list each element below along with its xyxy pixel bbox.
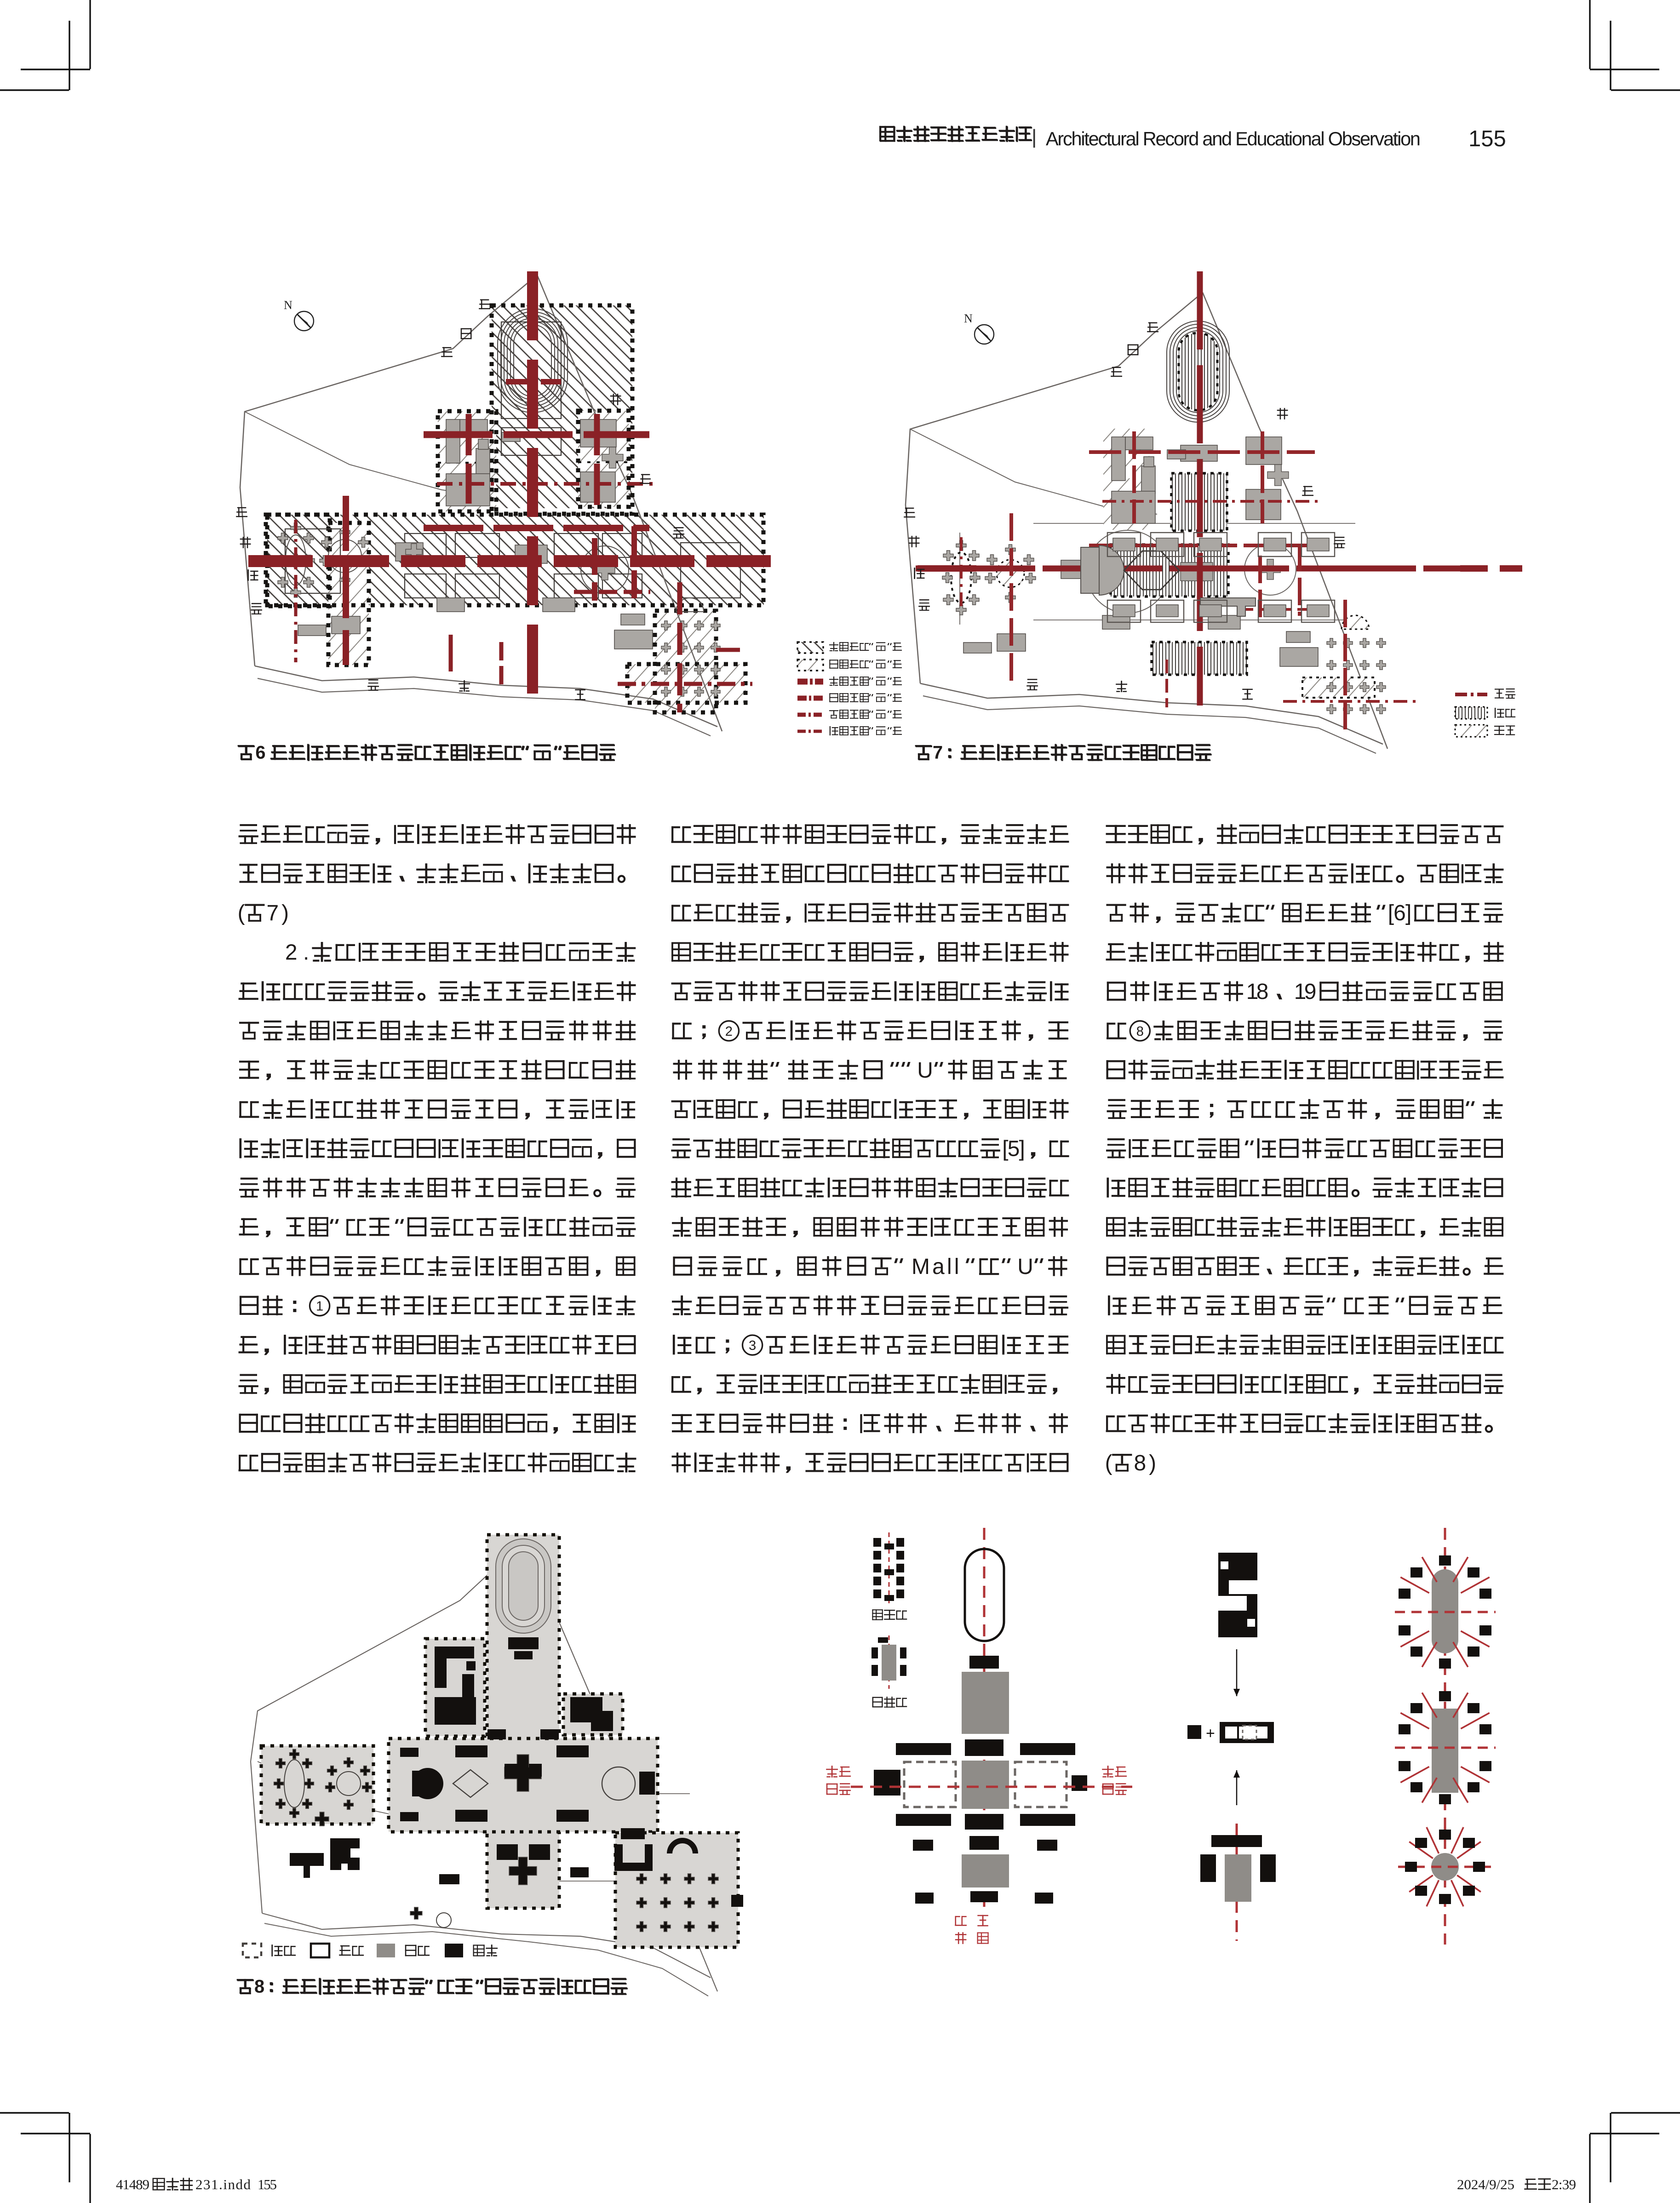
svg-text:7): 7) <box>267 901 289 925</box>
svg-text:155: 155 <box>1468 126 1506 151</box>
svg-text:Architectural Record and Educa: Architectural Record and Educational Obs… <box>1046 128 1421 149</box>
svg-text:41489: 41489 <box>116 2176 149 2192</box>
svg-text:[6]: [6] <box>1388 901 1412 925</box>
svg-text:[5]: [5] <box>1002 1137 1025 1161</box>
svg-text:2: 2 <box>725 1024 733 1039</box>
svg-text:Mall: Mall <box>912 1255 959 1279</box>
svg-text:2.: 2. <box>285 941 309 965</box>
svg-text:231.indd: 231.indd <box>195 2176 251 2192</box>
svg-text:8: 8 <box>1136 1024 1144 1039</box>
svg-text:155: 155 <box>258 2176 277 2192</box>
svg-text:2:39: 2:39 <box>1552 2176 1576 2192</box>
svg-text:1: 1 <box>316 1299 323 1314</box>
svg-text:7: 7 <box>933 743 943 763</box>
svg-text:N: N <box>284 298 292 312</box>
svg-text:U: U <box>917 1058 933 1083</box>
svg-text:19: 19 <box>1294 980 1317 1004</box>
svg-text:3: 3 <box>749 1338 756 1353</box>
svg-text:18: 18 <box>1246 980 1269 1004</box>
svg-text:2024/9/25: 2024/9/25 <box>1457 2176 1514 2192</box>
svg-text:8: 8 <box>254 1977 264 1997</box>
svg-text:N: N <box>964 312 973 325</box>
svg-text:(: ( <box>1105 1451 1112 1475</box>
svg-text:6: 6 <box>255 743 265 763</box>
svg-text:(: ( <box>238 901 245 925</box>
svg-text:U: U <box>1017 1255 1033 1279</box>
svg-text:|: | <box>1032 126 1037 148</box>
svg-text:+: + <box>1206 1725 1215 1742</box>
svg-text:8): 8) <box>1134 1451 1157 1475</box>
